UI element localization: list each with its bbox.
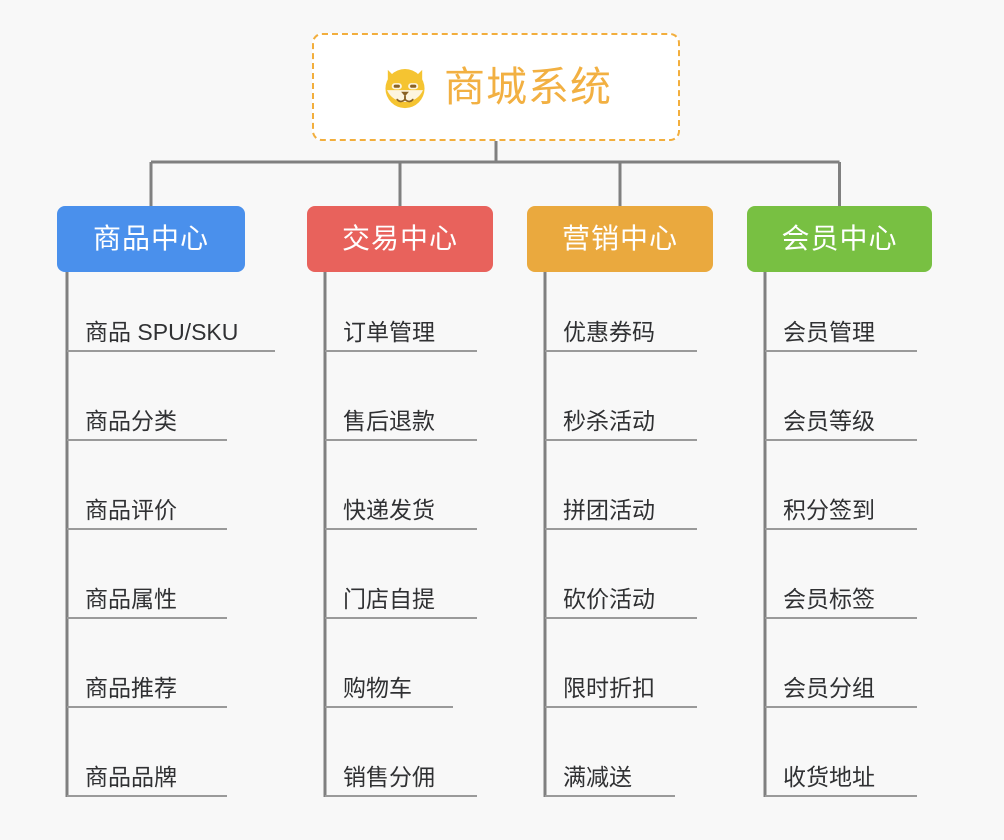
leaf-item[interactable]: 商品分类	[67, 401, 227, 441]
category-header-4[interactable]: 会员中心	[747, 206, 932, 272]
leaf-item-label: 会员分组	[783, 674, 875, 701]
leaf-item[interactable]: 销售分佣	[325, 757, 477, 797]
leaf-item-label: 会员管理	[783, 318, 875, 345]
category-label: 交易中心	[341, 223, 458, 254]
leaf-item[interactable]: 快递发货	[325, 490, 477, 530]
leaf-item-label: 商品分类	[85, 407, 177, 434]
category-header-3[interactable]: 营销中心	[527, 206, 713, 272]
leaf-item-label: 商品推荐	[85, 674, 177, 701]
leaf-item-label: 秒杀活动	[563, 407, 655, 434]
shiba-dog-face-icon	[385, 69, 425, 109]
root-title: 商城系统	[444, 63, 612, 110]
leaf-item-label: 会员标签	[783, 585, 875, 612]
leaf-item-label: 销售分佣	[343, 763, 435, 790]
leaf-item[interactable]: 门店自提	[325, 579, 477, 619]
leaf-item[interactable]: 砍价活动	[545, 579, 697, 619]
leaf-item-label: 商品评价	[85, 496, 177, 523]
leaf-item-label: 购物车	[343, 674, 412, 701]
leaf-item[interactable]: 商品推荐	[67, 668, 227, 708]
leaf-item-label: 会员等级	[783, 407, 875, 434]
leaf-item[interactable]: 拼团活动	[545, 490, 697, 530]
category-header-2[interactable]: 交易中心	[307, 206, 493, 272]
leaf-item-label: 售后退款	[343, 407, 435, 434]
leaf-item[interactable]: 优惠券码	[545, 312, 697, 352]
leaf-item[interactable]: 购物车	[325, 668, 453, 708]
leaf-item-label: 满减送	[563, 763, 632, 790]
leaf-item-label: 优惠券码	[563, 318, 655, 345]
leaf-item[interactable]: 售后退款	[325, 401, 477, 441]
leaf-item[interactable]: 会员标签	[765, 579, 917, 619]
leaf-item[interactable]: 会员管理	[765, 312, 917, 352]
leaf-item-label: 门店自提	[343, 585, 435, 612]
leaf-item[interactable]: 商品 SPU/SKU	[67, 312, 275, 352]
leaf-item[interactable]: 会员等级	[765, 401, 917, 441]
leaf-item[interactable]: 收货地址	[765, 757, 917, 797]
leaf-item-label: 积分签到	[783, 496, 875, 523]
leaf-item-label: 收货地址	[783, 763, 875, 790]
category-label: 营销中心	[561, 223, 678, 254]
leaf-item-label: 商品品牌	[85, 763, 177, 790]
root-node[interactable]: 商城系统	[312, 33, 680, 141]
leaf-item[interactable]: 商品品牌	[67, 757, 227, 797]
leaf-item[interactable]: 会员分组	[765, 668, 917, 708]
leaf-item[interactable]: 积分签到	[765, 490, 917, 530]
leaf-item[interactable]: 订单管理	[325, 312, 477, 352]
category-label: 会员中心	[781, 223, 898, 254]
leaf-item-label: 商品属性	[85, 585, 177, 612]
leaf-item[interactable]: 满减送	[545, 757, 675, 797]
category-header-1[interactable]: 商品中心	[57, 206, 245, 272]
leaf-item-label: 快递发货	[343, 496, 435, 523]
leaf-item[interactable]: 商品属性	[67, 579, 227, 619]
leaf-item-label: 砍价活动	[563, 585, 655, 612]
leaf-item-label: 限时折扣	[563, 674, 655, 701]
leaf-item-label: 订单管理	[343, 318, 435, 345]
leaf-item[interactable]: 商品评价	[67, 490, 227, 530]
leaf-item-label: 商品 SPU/SKU	[85, 318, 239, 345]
leaf-item[interactable]: 秒杀活动	[545, 401, 697, 441]
leaf-item[interactable]: 限时折扣	[545, 668, 697, 708]
category-label: 商品中心	[92, 223, 209, 254]
leaf-item-label: 拼团活动	[563, 496, 655, 523]
